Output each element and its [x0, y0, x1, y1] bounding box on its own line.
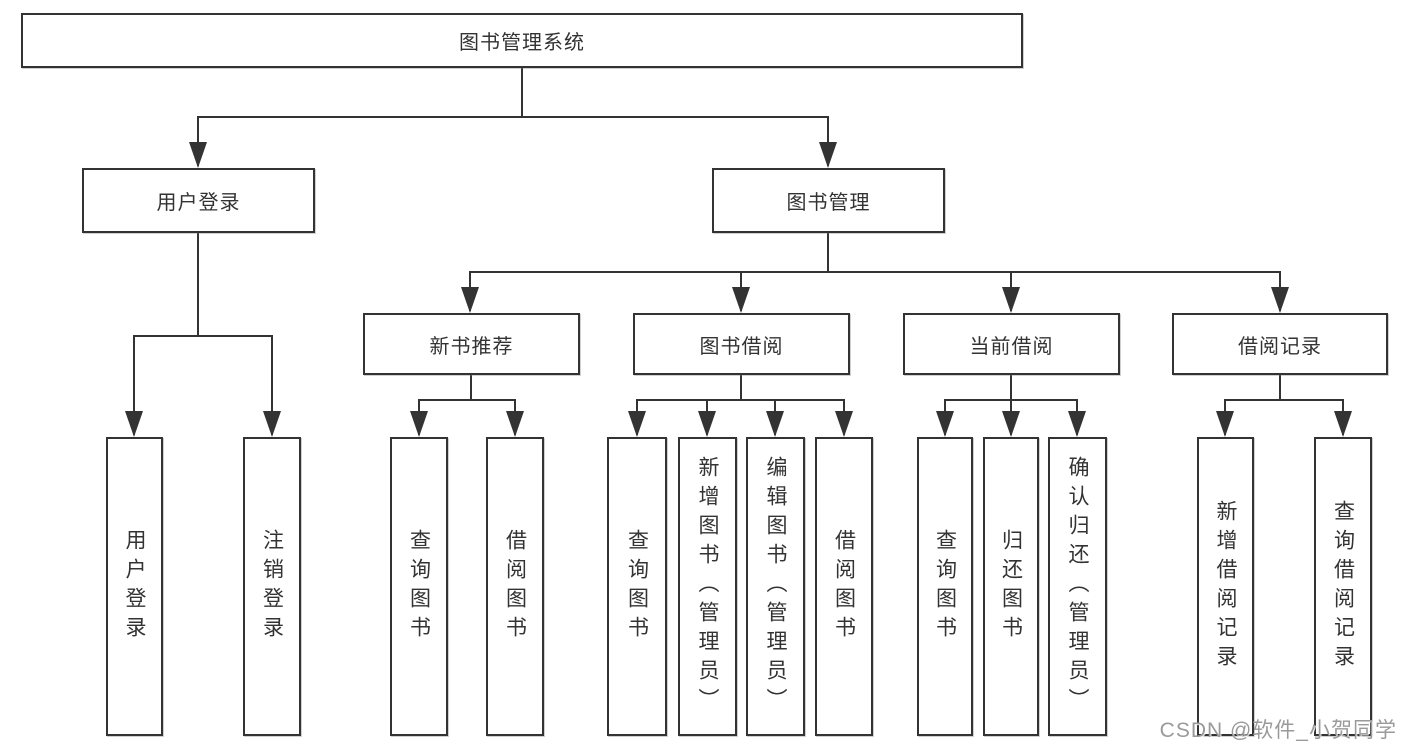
node-new-book-recommendation: 新书推荐	[363, 313, 580, 375]
csdn-watermark: CSDN @软件_小贺同学	[1159, 719, 1397, 742]
node-label: 图书管理系统	[459, 32, 585, 54]
node-current-borrowing: 当前借阅	[903, 313, 1120, 375]
node-library-system: 图书管理系统	[21, 13, 1023, 68]
node-label: 借阅记录	[1238, 335, 1322, 358]
node-label: 确认归还（管理员）	[1066, 456, 1089, 717]
node-leaf-confirm-return-admin: 确认归还（管理员）	[1048, 437, 1107, 736]
node-leaf-query-borrow-record: 查询借阅记录	[1314, 437, 1372, 736]
node-label: 图书管理	[786, 192, 871, 214]
node-borrowing-records: 借阅记录	[1172, 313, 1388, 375]
node-label: 查询借阅记录	[1331, 499, 1355, 674]
node-leaf-borrow-books-2: 借阅图书	[815, 437, 873, 736]
node-leaf-query-books-3: 查询图书	[917, 437, 973, 736]
node-user-login: 用户登录	[82, 168, 315, 233]
node-label: 新增图书（管理员）	[696, 456, 719, 717]
node-leaf-return-books: 归还图书	[983, 437, 1039, 736]
node-label: 新增借阅记录	[1214, 499, 1237, 674]
node-label: 查询图书	[625, 528, 649, 645]
node-label: 查询图书	[407, 528, 431, 645]
node-label: 查询图书	[933, 528, 957, 645]
node-leaf-add-borrow-record: 新增借阅记录	[1197, 437, 1254, 736]
node-book-borrowing: 图书借阅	[633, 313, 850, 375]
branch-rails	[133, 68, 1344, 401]
node-leaf-user-login: 用户登录	[106, 437, 163, 736]
node-label: 新书推荐	[429, 335, 514, 358]
node-leaf-add-book-admin: 新增图书（管理员）	[678, 437, 737, 736]
node-label: 用户登录	[156, 192, 241, 214]
node-leaf-query-books-2: 查询图书	[607, 437, 667, 736]
node-label: 借阅图书	[832, 528, 856, 645]
node-label: 注销登录	[260, 528, 284, 645]
node-leaf-borrow-books-1: 借阅图书	[486, 437, 544, 736]
node-book-management: 图书管理	[712, 168, 945, 233]
node-label: 用户登录	[123, 528, 146, 645]
node-label: 归还图书	[999, 528, 1023, 645]
node-label: 图书借阅	[699, 335, 784, 358]
node-leaf-query-books-1: 查询图书	[390, 437, 448, 736]
node-leaf-logout: 注销登录	[243, 437, 301, 736]
node-label: 编辑图书（管理员）	[764, 456, 787, 717]
node-label: 当前借阅	[969, 335, 1054, 358]
node-label: 借阅图书	[503, 528, 527, 645]
node-leaf-edit-book-admin: 编辑图书（管理员）	[746, 437, 805, 736]
